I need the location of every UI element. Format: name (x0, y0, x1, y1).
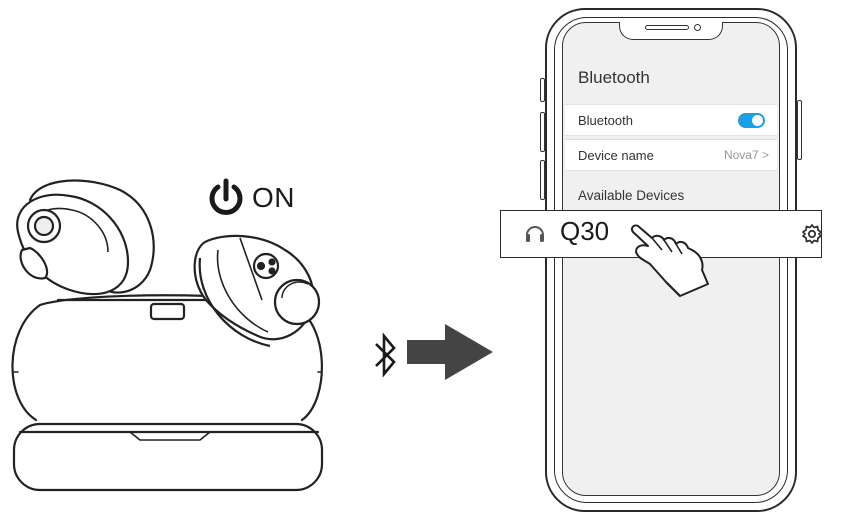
phone-side-button (540, 160, 545, 200)
device-name-label: Device name (578, 147, 654, 163)
bluetooth-toggle-row[interactable]: Bluetooth (565, 104, 777, 136)
gear-icon[interactable] (801, 223, 823, 245)
available-devices-heading: Available Devices (578, 188, 685, 203)
power-on-label: ON (208, 178, 295, 218)
phone-speaker (645, 25, 689, 30)
bluetooth-toggle[interactable] (738, 112, 765, 128)
phone-camera (694, 24, 701, 31)
device-name: Q30 (560, 216, 610, 246)
bluetooth-icon (375, 332, 396, 378)
phone-side-button (540, 78, 545, 102)
device-name-row[interactable]: Device name Nova7 > (565, 139, 777, 171)
phone-inner-bezel (554, 17, 788, 503)
power-icon (209, 178, 243, 215)
toggle-knob (752, 114, 763, 126)
on-text: ON (252, 182, 295, 213)
device-name-value: Nova7 > (723, 148, 769, 162)
headphones-icon (526, 226, 544, 242)
bluetooth-row-label: Bluetooth (578, 112, 633, 128)
phone-side-button (540, 112, 545, 152)
direction-arrow (407, 324, 493, 380)
pointing-hand-icon (630, 224, 709, 297)
phone-side-button (797, 100, 802, 160)
screen-title: Bluetooth (578, 68, 650, 87)
